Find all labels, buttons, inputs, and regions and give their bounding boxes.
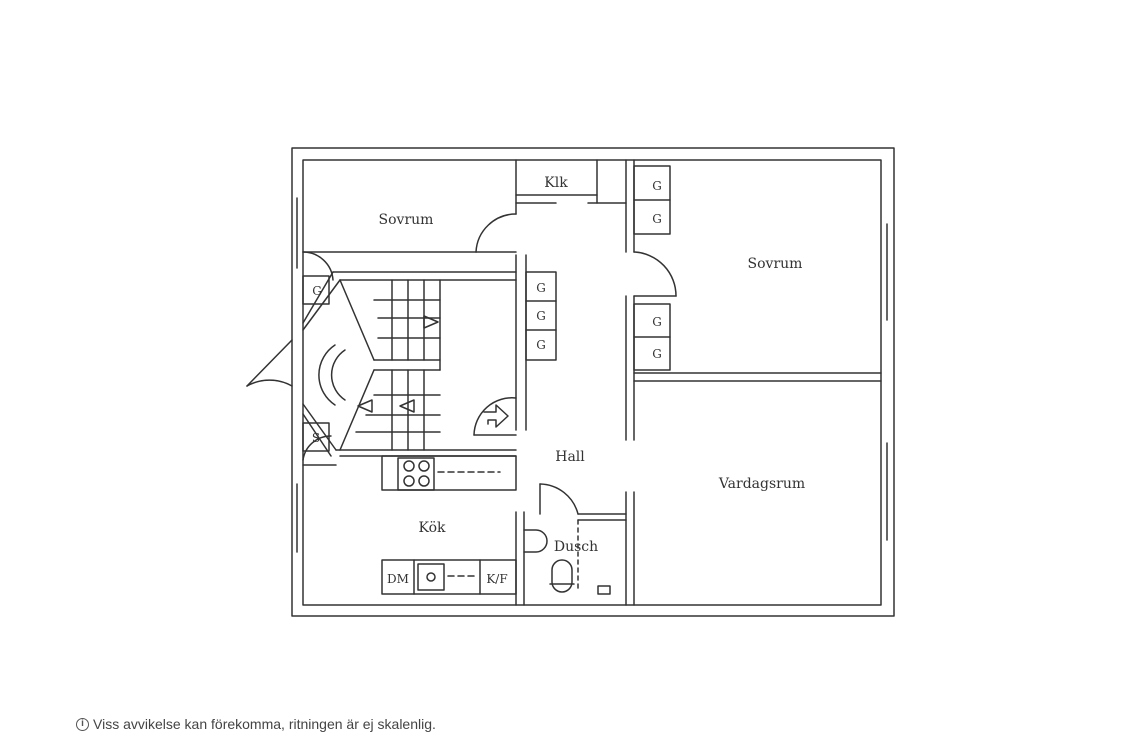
disclaimer-text: Viss avvikelse kan förekomma, ritningen … [93,716,436,732]
room-kok: Kök [419,520,447,536]
disclaimer: i Viss avvikelse kan förekomma, ritninge… [76,716,436,732]
kitchen-counter-upper [381,455,517,491]
wardrobes [302,165,671,452]
room-vardagsrum: Vardagsrum [718,476,805,492]
windows [296,197,888,553]
exterior-walls [291,147,895,617]
interior-doors [302,213,677,515]
wardrobe-label: G [652,347,662,361]
wardrobe-label: G [652,179,662,193]
info-icon: i [76,717,89,731]
room-klk: Klk [544,175,568,191]
wardrobe-label: G [536,338,546,352]
room-hall: Hall [555,449,585,465]
wardrobe-label: G [312,284,322,298]
fridge-freezer-label: K/F [486,572,507,586]
storage-label: S [312,431,320,445]
kitchen-counter-lower [381,559,517,595]
wardrobe-label: G [536,309,546,323]
wardrobe-label: G [536,281,546,295]
room-sovrum-right: Sovrum [748,256,803,272]
wardrobe-label: G [652,315,662,329]
bathroom-fixtures [523,519,611,595]
staircase [302,271,517,457]
wardrobe-label: G [652,212,662,226]
dishwasher-label: DM [387,572,409,586]
entrance-door [246,339,293,387]
room-dusch: Dusch [554,539,598,555]
room-sovrum-left: Sovrum [379,212,434,228]
